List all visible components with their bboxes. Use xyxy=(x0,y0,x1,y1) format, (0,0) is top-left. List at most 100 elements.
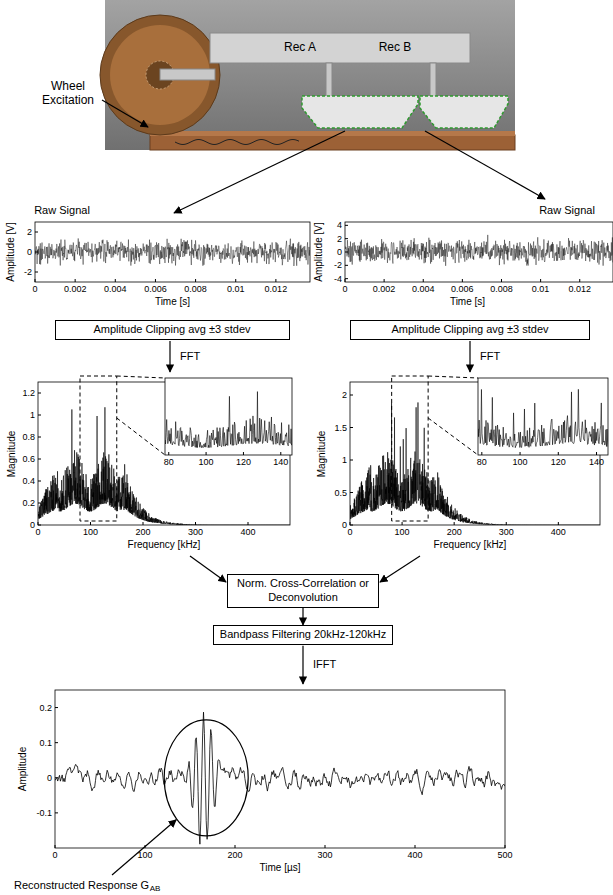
plot-title: Raw Signal xyxy=(34,204,90,217)
leader-arrow xyxy=(112,820,176,875)
response-label: Reconstructed Response G xyxy=(14,879,149,892)
tick xyxy=(345,225,348,226)
signal-trace xyxy=(165,392,292,448)
axis-title: Amplitude xyxy=(17,747,29,791)
tick-label: 0.004 xyxy=(412,284,435,294)
receiver-label: Rec B xyxy=(379,41,412,55)
tick-label: 140 xyxy=(589,457,604,467)
signal-trace xyxy=(55,712,505,844)
tick xyxy=(462,279,463,282)
tick xyxy=(501,279,502,282)
tick xyxy=(206,452,207,455)
tick xyxy=(345,265,348,266)
plot-title: Raw Signal xyxy=(539,204,595,217)
tick-label: 0.002 xyxy=(373,284,396,294)
tick-label: -4 xyxy=(334,273,342,283)
plot-frame xyxy=(55,690,505,848)
axis-title: Frequency [kHz] xyxy=(434,539,507,551)
tick-label: 0.4 xyxy=(22,476,35,486)
tick xyxy=(168,452,169,455)
flow-arrow xyxy=(380,556,420,582)
tick xyxy=(38,459,41,460)
receiver-a xyxy=(302,96,418,128)
tick-label: 0 xyxy=(30,520,35,530)
tick xyxy=(38,481,41,482)
tick xyxy=(415,845,416,848)
tick-label: 0.1 xyxy=(39,737,52,747)
tick xyxy=(235,279,236,282)
flow-connector xyxy=(302,608,303,626)
flow-arrow xyxy=(190,556,226,582)
zoom-line xyxy=(117,376,165,378)
box-text: Amplitude Clipping avg ±3 stdev xyxy=(62,323,283,337)
plot-frame xyxy=(478,378,608,455)
tick xyxy=(195,279,196,282)
receiver-b xyxy=(420,96,508,128)
plot xyxy=(55,690,505,848)
signal-trace xyxy=(478,389,608,447)
tick xyxy=(384,279,385,282)
tick xyxy=(90,522,91,525)
wave-path xyxy=(175,140,299,145)
tick-label: 1 xyxy=(30,410,35,420)
zoom-region xyxy=(80,376,117,521)
box-text: Norm. Cross-Correlation or Deconvolution xyxy=(234,577,372,605)
zoom-line xyxy=(117,418,165,455)
tick xyxy=(558,452,559,455)
tick-label: -0.1 xyxy=(36,808,52,818)
tick-label: 0.01 xyxy=(227,284,245,294)
tick xyxy=(35,272,38,273)
tick-label: 1.5 xyxy=(334,422,347,432)
tick xyxy=(520,452,521,455)
step-label: FFT xyxy=(480,350,500,363)
zoom-line xyxy=(428,418,478,455)
process-box: Bandpass Filtering 20kHz-120kHz xyxy=(213,625,393,645)
tick-label: 0.008 xyxy=(184,284,207,294)
plot-frame xyxy=(35,222,310,282)
tick-label: 1.2 xyxy=(22,388,35,398)
tick-label: 0 xyxy=(337,247,342,257)
tick xyxy=(596,452,597,455)
flow-arrow xyxy=(302,646,303,684)
tick xyxy=(38,437,41,438)
tick xyxy=(75,279,76,282)
tick xyxy=(350,460,353,461)
process-box: Amplitude Clipping avg ±3 stdev xyxy=(350,320,590,340)
plot xyxy=(345,222,613,282)
flow-arrow xyxy=(169,341,170,372)
tick xyxy=(481,452,482,455)
tick xyxy=(558,522,559,525)
tick-label: 0 xyxy=(27,247,32,257)
leader-arrow xyxy=(174,131,345,213)
tick xyxy=(454,522,455,525)
tick xyxy=(143,522,144,525)
tick-label: 120 xyxy=(236,457,251,467)
zoom-line xyxy=(428,376,478,378)
subscript: AB xyxy=(150,884,161,893)
tick xyxy=(280,452,281,455)
tick xyxy=(540,279,541,282)
step-label: FFT xyxy=(180,350,200,363)
tick-label: 0.002 xyxy=(64,284,87,294)
flow-arrow xyxy=(469,341,470,372)
tick-label: 0.2 xyxy=(39,702,52,712)
plot xyxy=(476,378,610,455)
tick-label: 0 xyxy=(342,520,347,530)
tick xyxy=(248,522,249,525)
tick-label: 100 xyxy=(83,527,98,537)
tick xyxy=(423,279,424,282)
tick-label: -2 xyxy=(334,260,342,270)
axis-title: Time [µs] xyxy=(260,862,301,874)
axis-title: Frequency [kHz] xyxy=(128,539,201,551)
box-text: Bandpass Filtering 20kHz-120kHz xyxy=(220,628,386,642)
axle-arm xyxy=(160,69,215,80)
box-text: Amplitude Clipping avg ±3 stdev xyxy=(357,323,583,337)
tick xyxy=(38,522,39,525)
tick xyxy=(55,812,58,813)
tick-label: 400 xyxy=(240,527,255,537)
tick-label: 0 xyxy=(32,284,37,294)
tick xyxy=(505,845,506,848)
tick-label: 400 xyxy=(407,850,422,860)
